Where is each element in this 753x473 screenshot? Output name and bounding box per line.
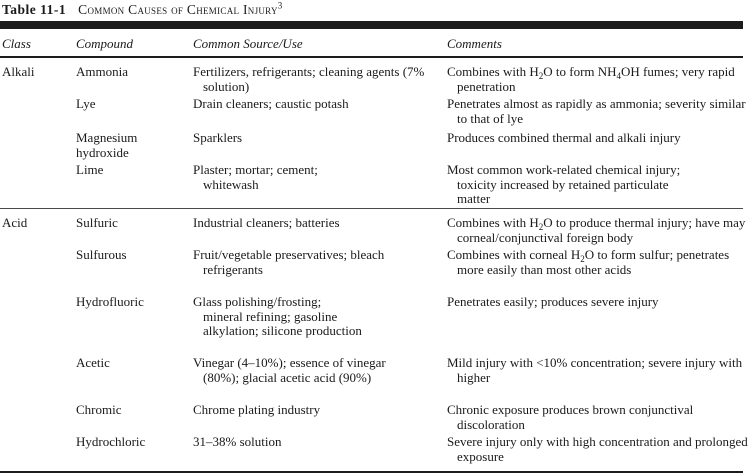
- source-cell: Industrial cleaners; batteries: [193, 215, 340, 230]
- comments-cell: Penetrates almost as rapidly as ammonia;…: [447, 96, 746, 126]
- table-title: Table 11-1 Common Causes of Chemical Inju…: [2, 0, 282, 20]
- compound-cell: Magnesium hydroxide: [76, 130, 138, 160]
- compound-cell: Lime: [76, 162, 104, 177]
- source-cell: Chrome plating industry: [193, 402, 321, 417]
- bottom-rule: [0, 471, 743, 473]
- comments-cell: Most common work-related chemical injury…: [447, 162, 681, 206]
- source-cell: Fruit/vegetable preservatives; bleach re…: [193, 247, 385, 277]
- comments-cell: Chronic exposure produces brown conjunct…: [447, 402, 694, 432]
- compound-cell: Sulfuric: [76, 215, 118, 230]
- table-caption: Common Causes of Chemical Injury: [78, 2, 278, 17]
- comments-cell: Mild injury with <10% concentration; sev…: [447, 355, 743, 385]
- comments-cell: Severe injury only with high concentrati…: [447, 434, 748, 464]
- comments-cell: Combines with H2O to form NH4OH fumes; v…: [447, 64, 735, 94]
- compound-cell: Lye: [76, 96, 96, 111]
- class-label: Acid: [2, 215, 28, 230]
- comments-cell: Produces combined thermal and alkali inj…: [447, 130, 681, 145]
- comments-cell: Penetrates easily; produces severe injur…: [447, 294, 659, 309]
- header-class: Class: [2, 36, 31, 51]
- compound-cell: Ammonia: [76, 64, 128, 79]
- table-number: Table 11-1: [2, 2, 67, 17]
- class-label: Alkali: [2, 64, 35, 79]
- compound-cell: Hydrochloric: [76, 434, 146, 449]
- comments-cell: Combines with corneal H2O to form sulfur…: [447, 247, 730, 277]
- compound-cell: Acetic: [76, 355, 110, 370]
- compound-cell: Hydrofluoric: [76, 294, 144, 309]
- compound-cell: Sulfurous: [76, 247, 127, 262]
- reference-marker: 3: [277, 0, 283, 11]
- source-cell: Drain cleaners; caustic potash: [193, 96, 349, 111]
- source-cell: 31–38% solution: [193, 434, 282, 449]
- source-cell: Vinegar (4–10%); essence of vinegar (80%…: [193, 355, 386, 385]
- source-cell: Sparklers: [193, 130, 243, 145]
- source-cell: Plaster; mortar; cement; whitewash: [193, 162, 318, 192]
- header-compound: Compound: [76, 36, 134, 51]
- source-cell: Glass polishing/frosting; mineral refini…: [193, 294, 362, 338]
- top-rule: [0, 21, 743, 29]
- source-cell: Fertilizers, refrigerants; cleaning agen…: [193, 64, 425, 94]
- header-comments: Comments: [447, 36, 502, 51]
- section-divider: [0, 208, 743, 209]
- header-rule: [0, 56, 743, 58]
- compound-cell: Chromic: [76, 402, 122, 417]
- comments-cell: Combines with H2O to produce thermal inj…: [447, 215, 746, 245]
- header-source: Common Source/Use: [193, 36, 303, 51]
